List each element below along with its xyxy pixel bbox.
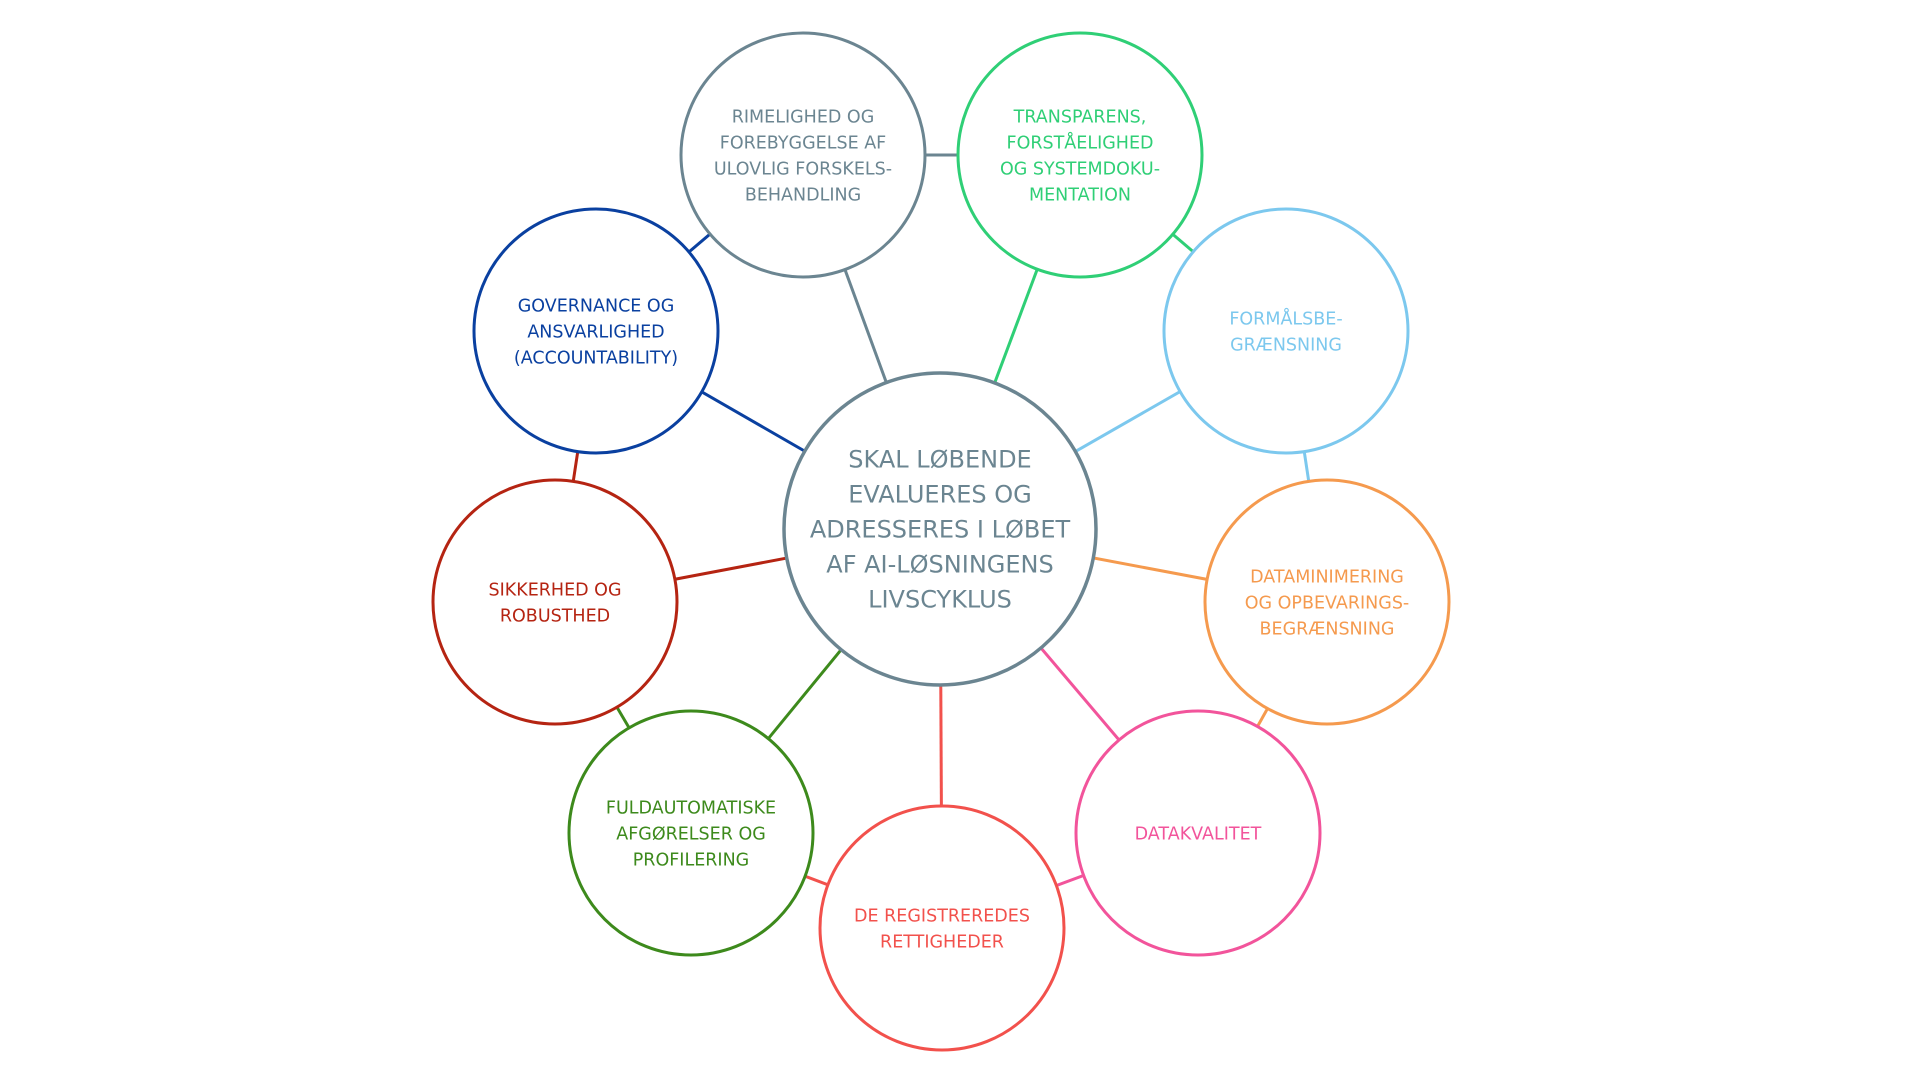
node-label-fuldautomatiske-line: PROFILERING [633,850,750,870]
node-transparens: TRANSPARENS, FORSTÅELIGHED OG SYSTEMDOKU- M… [956,31,1204,279]
center-label-line: SKAL LØBENDE [848,446,1031,474]
node-label-transparens-line: TRANSPARENS, [1013,107,1147,127]
node-label-registreredes: DE REGISTREREDES RETTIGHEDER [854,906,1030,952]
node-label-formaal-line: FORMÅLSBE- [1229,307,1342,329]
node-circle-transparens [956,31,1204,279]
node-formaal: FORMÅLSBE- GRÆNSNING [1162,207,1410,455]
center-node: SKAL LØBENDE EVALUERES OG ADRESSERES I LØB… [782,371,1098,687]
node-label-transparens-line: FORSTÅELIGHED [1007,131,1154,153]
node-circle-dataminimering [1203,478,1451,726]
node-label-datakvalitet: DATAKVALITET [1135,824,1262,844]
node-dataminimering: DATAMINIMERING OG OPBEVARINGS- BEGRÆNSNING [1203,478,1451,726]
node-label-governance-line: ANSVARLIGHED [527,322,664,342]
node-label-rimelighed-line: ULOVLIG FORSKELS- [714,159,892,179]
node-label-fuldautomatiske-line: AFGØRELSER OG [616,824,766,844]
node-label-dataminimering-line: OG OPBEVARINGS- [1245,593,1410,613]
node-governance: GOVERNANCE OG ANSVARLIGHED (ACCOUNTABILITY… [472,207,720,455]
center-label-line: LIVSCYKLUS [868,586,1012,614]
node-registreredes: DE REGISTREREDES RETTIGHEDER [818,804,1066,1052]
center-label-line: AF AI-LØSNINGENS [826,551,1053,579]
node-circles: SKAL LØBENDE EVALUERES OG ADRESSERES I LØB… [431,31,1451,1052]
node-label-registreredes-line: DE REGISTREREDES [854,906,1030,926]
node-label-dataminimering: DATAMINIMERING OG OPBEVARINGS- BEGRÆNSNING [1245,567,1410,639]
center-label: SKAL LØBENDE EVALUERES OG ADRESSERES I LØB… [810,446,1071,614]
node-label-sikkerhed-line: SIKKERHED OG [488,580,621,600]
node-circle-rimelighed [679,31,927,279]
node-circle-registreredes [818,804,1066,1052]
node-label-rimelighed: RIMELIGHED OG FOREBYGGELSE AF ULOVLIG FORS… [714,107,892,205]
center-label-line: EVALUERES OG [848,481,1032,509]
node-label-transparens-line: MENTATION [1029,185,1131,205]
node-label-formaal-line: GRÆNSNING [1230,335,1342,355]
node-label-sikkerhed: SIKKERHED OG ROBUSTHED [488,580,621,626]
node-circle-datakvalitet [1074,709,1322,957]
node-rimelighed: RIMELIGHED OG FOREBYGGELSE AF ULOVLIG FORS… [679,31,927,279]
node-label-rimelighed-line: FOREBYGGELSE AF [720,133,887,153]
node-label-governance-line: (ACCOUNTABILITY) [514,348,678,368]
node-label-formaal: FORMÅLSBE- GRÆNSNING [1229,307,1342,355]
node-sikkerhed: SIKKERHED OG ROBUSTHED [431,478,679,726]
node-label-governance-line: GOVERNANCE OG [518,296,675,316]
node-label-registreredes-line: RETTIGHEDER [880,932,1004,952]
node-label-fuldautomatiske: FULDAUTOMATISKE AFGØRELSER OG PROFILERING [606,798,776,870]
node-label-governance: GOVERNANCE OG ANSVARLIGHED (ACCOUNTABILITY… [514,296,678,368]
node-label-datakvalitet-line: DATAKVALITET [1135,824,1262,844]
node-label-dataminimering-line: DATAMINIMERING [1250,567,1404,587]
center-label-line: ADRESSERES I LØBET [810,516,1071,544]
node-label-transparens-line: OG SYSTEMDOKU- [1000,159,1160,179]
node-label-transparens: TRANSPARENS, FORSTÅELIGHED OG SYSTEMDOKU- M… [1000,107,1160,205]
node-label-rimelighed-line: RIMELIGHED OG [732,107,875,127]
center-circle [782,371,1098,687]
node-label-rimelighed-line: BEHANDLING [745,185,861,205]
node-circle-sikkerhed [431,478,679,726]
node-label-fuldautomatiske-line: FULDAUTOMATISKE [606,798,776,818]
node-datakvalitet: DATAKVALITET [1074,709,1322,957]
node-fuldautomatiske: FULDAUTOMATISKE AFGØRELSER OG PROFILERING [567,709,815,957]
node-circle-formaal [1162,207,1410,455]
node-circle-fuldautomatiske [567,709,815,957]
node-label-dataminimering-line: BEGRÆNSNING [1260,619,1395,639]
node-circle-governance [472,207,720,455]
node-label-sikkerhed-line: ROBUSTHED [500,606,610,626]
